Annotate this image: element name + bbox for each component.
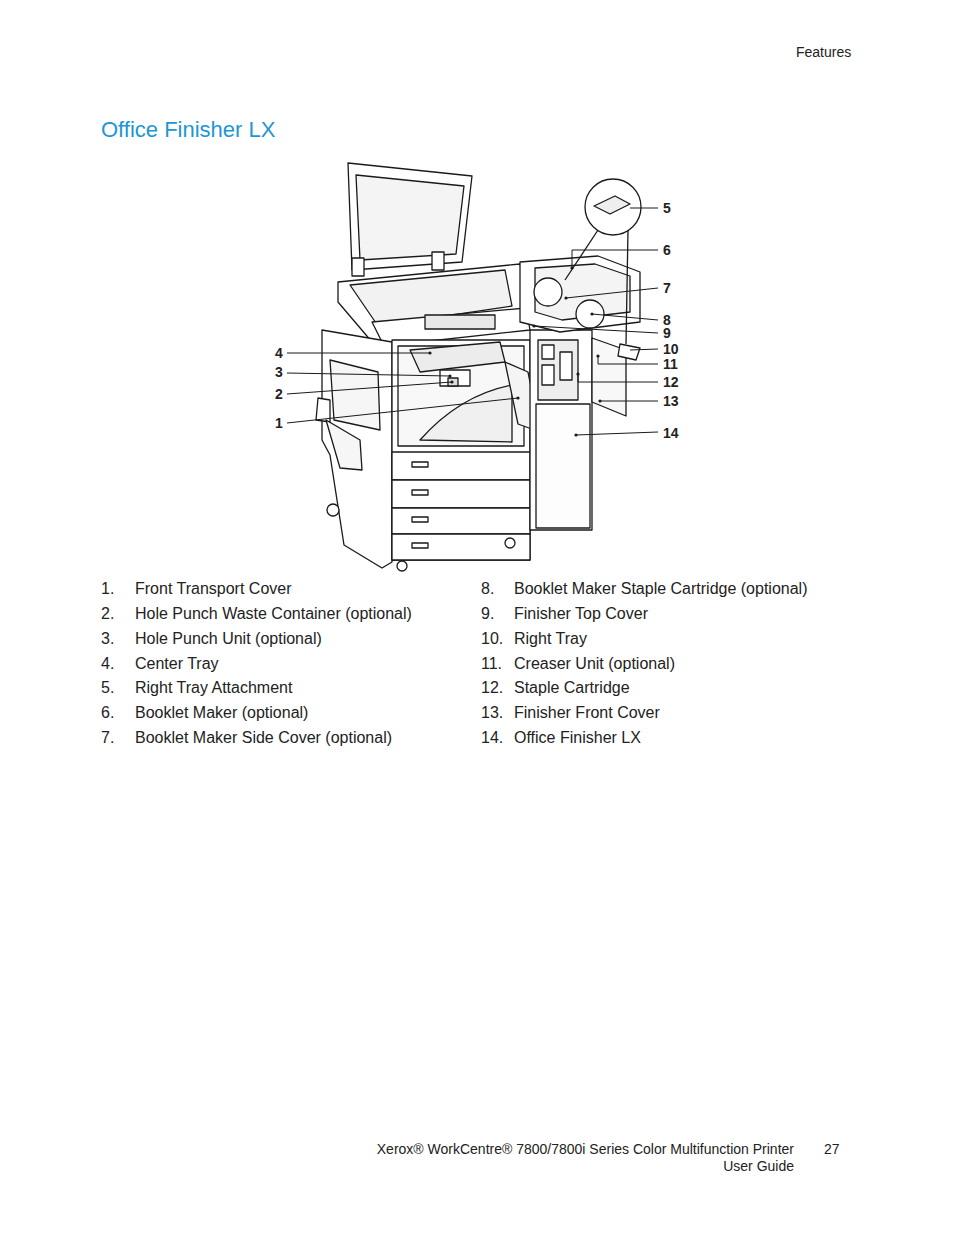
- callout-number: 3: [275, 364, 283, 380]
- list-number: 11.: [481, 655, 502, 673]
- list-number: 3.: [101, 630, 114, 648]
- footer-product: Xerox® WorkCentre® 7800/7800i Series Col…: [377, 1141, 794, 1157]
- page-number: 27: [824, 1141, 840, 1157]
- list-number: 6.: [101, 704, 114, 722]
- part-name: Front Transport Cover: [135, 580, 292, 598]
- part-name: Hole Punch Waste Container (optional): [135, 605, 412, 623]
- list-number: 1.: [101, 580, 114, 598]
- footer-guide: User Guide: [723, 1158, 794, 1174]
- list-number: 8.: [481, 580, 494, 598]
- callout-number: 4: [275, 345, 283, 361]
- callout-number: 14: [663, 425, 679, 441]
- callout-number: 12: [663, 374, 679, 390]
- callout-number: 13: [663, 393, 679, 409]
- list-number: 7.: [101, 729, 114, 747]
- list-number: 14.: [481, 729, 503, 747]
- callout-number: 6: [663, 242, 671, 258]
- part-name: Staple Cartridge: [514, 679, 630, 697]
- list-number: 9.: [481, 605, 494, 623]
- part-name: Hole Punch Unit (optional): [135, 630, 322, 648]
- part-name: Center Tray: [135, 655, 219, 673]
- list-number: 4.: [101, 655, 114, 673]
- part-name: Booklet Maker Staple Cartridge (optional…: [514, 580, 807, 598]
- part-name: Right Tray Attachment: [135, 679, 292, 697]
- callout-number: 7: [663, 280, 671, 296]
- part-name: Booklet Maker Side Cover (optional): [135, 729, 392, 747]
- page-title: Office Finisher LX: [101, 117, 275, 142]
- part-name: Office Finisher LX: [514, 729, 641, 747]
- callout-number: 10: [663, 341, 679, 357]
- part-name: Right Tray: [514, 630, 587, 648]
- part-name: Finisher Front Cover: [514, 704, 660, 722]
- callout-number: 5: [663, 200, 671, 216]
- callout-number: 2: [275, 386, 283, 402]
- part-name: Finisher Top Cover: [514, 605, 648, 623]
- list-number: 13.: [481, 704, 503, 722]
- part-name: Booklet Maker (optional): [135, 704, 308, 722]
- list-number: 2.: [101, 605, 114, 623]
- callout-number: 1: [275, 415, 283, 431]
- running-header: Features: [796, 44, 851, 60]
- part-name: Creaser Unit (optional): [514, 655, 675, 673]
- callout-number: 9: [663, 325, 671, 341]
- callout-number: 11: [663, 356, 678, 372]
- leader-lines: [287, 208, 658, 435]
- list-number: 10.: [481, 630, 503, 648]
- list-number: 12.: [481, 679, 503, 697]
- list-number: 5.: [101, 679, 114, 697]
